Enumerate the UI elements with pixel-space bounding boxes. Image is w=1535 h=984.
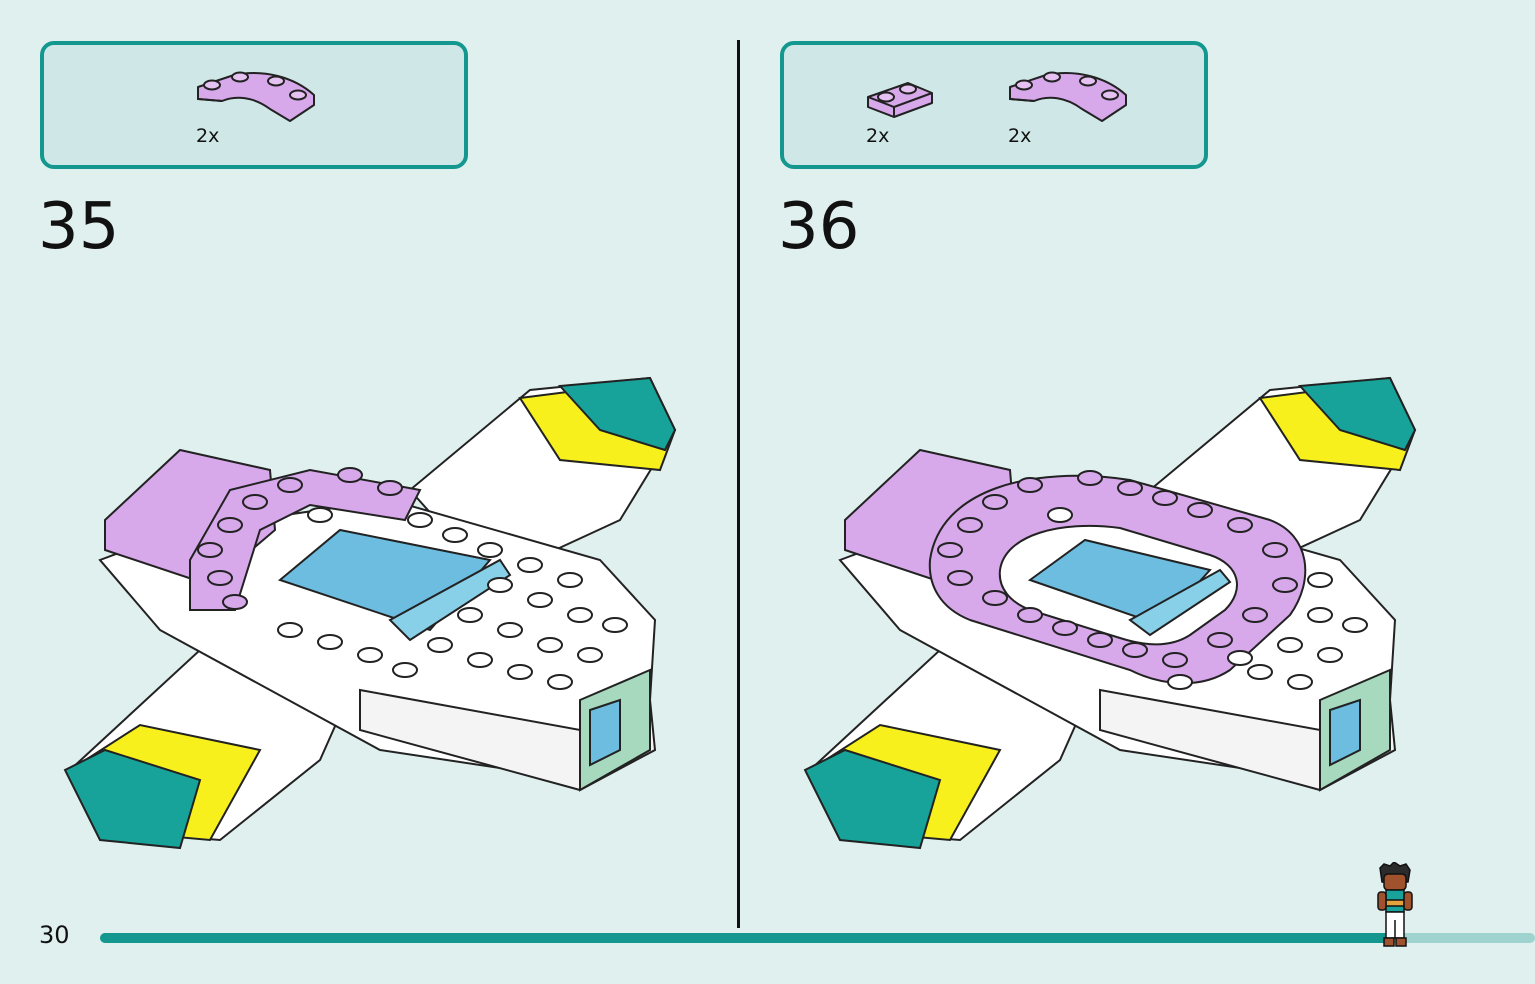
build-model-illustration-step-35 (60, 370, 690, 865)
lavender-curved-plate-icon (194, 69, 320, 125)
step-divider (737, 40, 740, 928)
lavender-plate-1x2-icon (864, 75, 936, 119)
part-quantity: 2x (866, 125, 890, 147)
minifigure-icon (1370, 861, 1418, 959)
parts-callout-step-36: 2x 2x (780, 41, 1208, 169)
parts-callout-step-35: 2x (40, 41, 468, 169)
part-quantity: 2x (1008, 125, 1032, 147)
step-number: 35 (38, 190, 120, 264)
build-model-illustration-step-36 (800, 370, 1430, 865)
lavender-curved-plate-icon (1006, 69, 1132, 125)
part-quantity: 2x (196, 125, 220, 147)
step-number: 36 (778, 190, 860, 264)
progress-bar (100, 933, 1535, 943)
page-number: 30 (39, 921, 70, 949)
progress-bar-fill (100, 933, 1392, 943)
